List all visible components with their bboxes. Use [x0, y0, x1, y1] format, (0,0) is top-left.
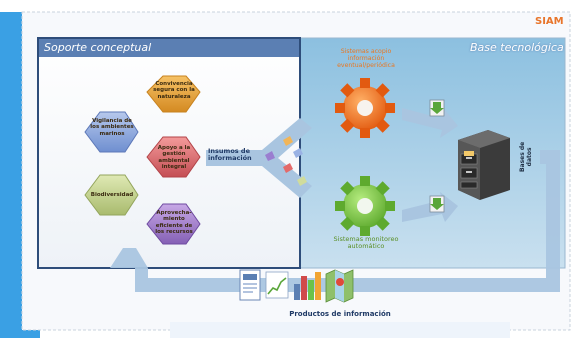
download-icon	[429, 195, 445, 213]
green-gear-icon	[335, 176, 395, 236]
bar-chart-icon	[294, 272, 321, 300]
right-panel	[299, 37, 566, 269]
inputs-arrow	[206, 118, 312, 198]
chip-orange	[283, 136, 293, 146]
process-bottom-label: Sistemas monitoreo automático	[333, 235, 399, 251]
hexagon-label: Aprovecha-miento eficiente de los recurs…	[155, 210, 193, 235]
map-icon	[325, 269, 354, 303]
hexagon-label: Vigilancia de los ambientes marinos	[90, 118, 134, 137]
hexagon-label: Convivencia segura con la naturaleza	[153, 81, 195, 100]
file-cabinet-icon	[458, 130, 510, 200]
left-panel-header	[39, 39, 299, 57]
hexagon-apoyo	[146, 136, 201, 178]
inputs-label: Insumos de información	[208, 147, 252, 163]
hexagon-biodiversidad	[84, 174, 139, 216]
chip-red	[283, 163, 293, 173]
left-panel-title: Soporte conceptual	[44, 41, 152, 54]
document-icon	[239, 269, 261, 301]
download-icon	[429, 99, 445, 117]
chip-green	[297, 176, 307, 186]
products-label: Productos de información	[289, 310, 391, 318]
hexagon-label: Biodiversidad	[90, 192, 134, 198]
hexagon-aprovechamiento	[146, 203, 201, 245]
hexagon-vigilancia	[84, 111, 139, 153]
chip-blue	[293, 148, 303, 158]
hexagon-convivencia	[146, 75, 201, 113]
process-top-label: Sistemas acopio información eventual/per…	[337, 48, 395, 70]
line-chart-icon	[265, 271, 289, 299]
database-label: Bases de datos	[519, 141, 533, 173]
brand-label: SIAM	[535, 16, 564, 27]
chip-purple	[265, 151, 275, 161]
hexagon-label: Apoyo a la gestión ambiental integral	[157, 145, 191, 170]
products-banner	[170, 322, 510, 338]
right-panel-title: Base tecnológica	[470, 41, 564, 54]
orange-gear-icon	[335, 78, 395, 138]
